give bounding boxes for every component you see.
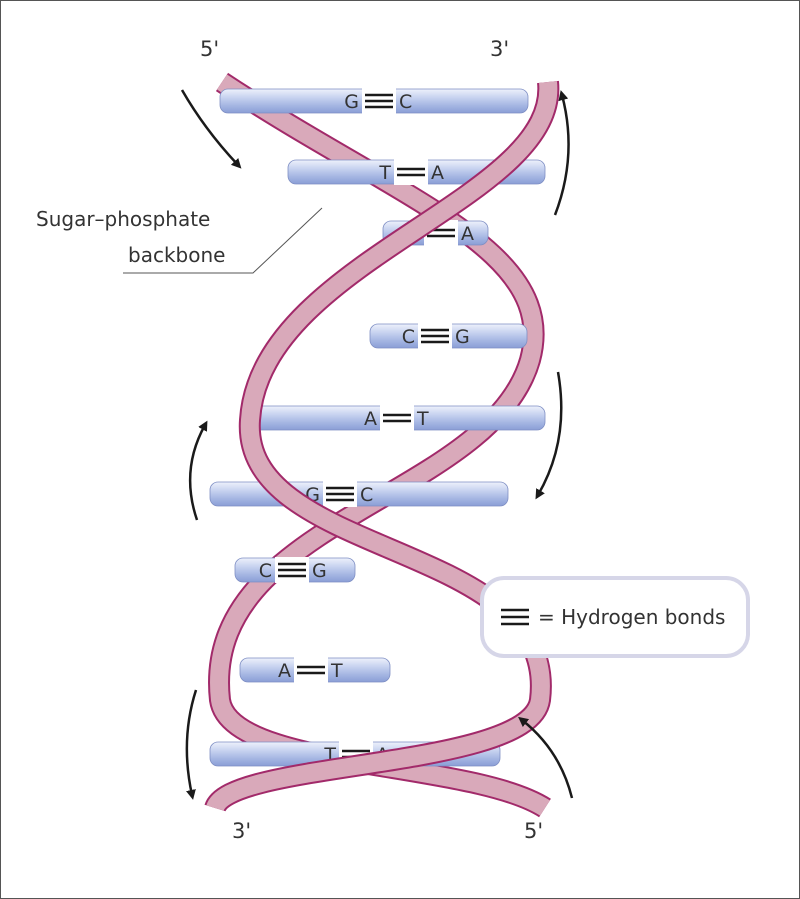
arrow-icon <box>553 90 570 216</box>
backbone-label-line1: Sugar–phosphate <box>36 207 210 231</box>
base-right-label: T <box>330 660 343 682</box>
bond-gap <box>380 405 414 431</box>
arrow-icon <box>518 716 574 799</box>
backbone-leader-line <box>123 207 323 274</box>
base-left-label: C <box>402 326 415 348</box>
backbone-strand-front-fill <box>206 81 558 813</box>
arrow-icon <box>185 689 198 800</box>
legend: = Hydrogen bonds <box>480 576 750 658</box>
arrow-icon <box>180 89 242 169</box>
base-right-label: G <box>312 560 327 582</box>
base-right-label: C <box>360 484 373 506</box>
end-label-bottom-right: 5' <box>524 819 543 843</box>
backbone-strand-back <box>208 72 551 818</box>
base-left-label: A <box>364 408 377 430</box>
direction-arrows <box>180 89 574 800</box>
base-right-label: G <box>455 326 470 348</box>
base-right-label: T <box>416 408 429 430</box>
base-left-label: C <box>259 560 272 582</box>
bond-gap <box>394 159 428 185</box>
base-right-label: C <box>399 91 412 113</box>
arrow-icon <box>535 371 563 500</box>
base-left-label: G <box>344 91 359 113</box>
backbone-label-line2: backbone <box>128 243 225 267</box>
rung-bar <box>209 481 509 507</box>
base-right-label: A <box>431 162 444 184</box>
end-label-bottom-left: 3' <box>232 819 251 843</box>
triple-line-icon <box>501 608 529 626</box>
base-left-label: T <box>378 162 391 184</box>
arrow-icon <box>188 420 208 521</box>
end-label-top-left: 5' <box>200 37 219 61</box>
bond-gap <box>294 657 328 683</box>
end-label-top-right: 3' <box>490 37 509 61</box>
base-right-label: A <box>461 223 474 245</box>
legend-box <box>480 576 750 658</box>
legend-text: = Hydrogen bonds <box>538 605 725 629</box>
base-left-label: A <box>278 660 291 682</box>
